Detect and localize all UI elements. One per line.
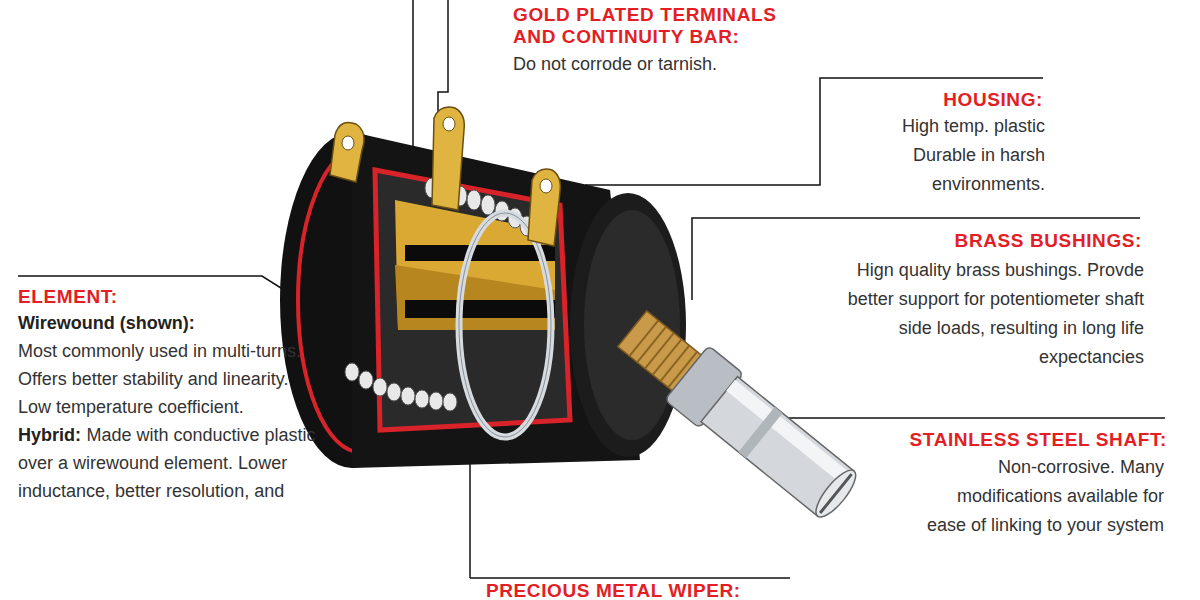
callout-text: Hign quality brass bushings. Provde bett… (844, 256, 1144, 372)
callout-text: Non-corrosive. Many modifications availa… (924, 453, 1164, 540)
subheading: Hybrid: (18, 425, 81, 445)
wirewound-coil (345, 363, 457, 411)
callout-text: Most commonly used in multi-turns. Offer… (18, 337, 318, 421)
callout-heading: HOUSING: (783, 89, 1043, 111)
stainless-shaft (610, 302, 865, 528)
callout-heading: PRECIOUS METAL WIPER: (486, 580, 806, 600)
callout-heading: GOLD PLATED TERMINALS AND CONTINUITY BAR… (513, 4, 813, 48)
callout-heading: BRASS BUSHINGS: (842, 230, 1142, 252)
leader-lines (18, 0, 1165, 578)
callout-heading: STAINLESS STEEL SHAFT: (847, 429, 1167, 451)
gold-terminal (330, 107, 560, 246)
callout-text: Do not corrode or tarnish. (513, 50, 833, 79)
element-slot (405, 300, 555, 318)
hybrid-paragraph: Hybrid:Made with conductive plastic over… (18, 421, 318, 505)
element-description: Wirewound (shown):Most commonly used in … (18, 309, 318, 505)
gold-shade (395, 265, 555, 330)
element-slot (405, 245, 555, 261)
front-face-inner (584, 210, 680, 440)
terminal-hole (342, 117, 552, 193)
callout-text: High temp. plastic Durable in harsh envi… (867, 112, 1045, 199)
callout-heading: ELEMENT: (18, 286, 268, 308)
subheading: Wirewound (shown): (18, 309, 318, 337)
wiper-ring (459, 213, 551, 437)
front-face (570, 193, 686, 457)
wiper-ring-edge (459, 213, 551, 437)
